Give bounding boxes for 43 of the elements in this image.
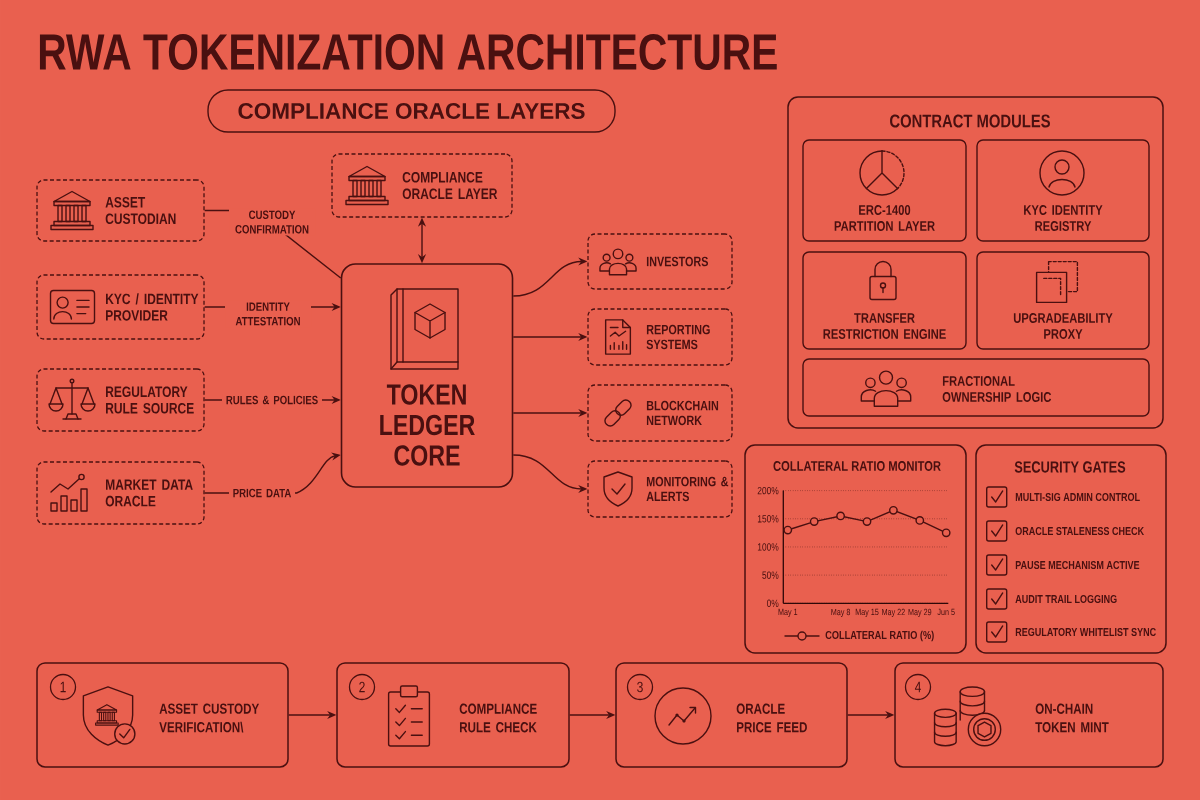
x-tick-label: May 22 xyxy=(882,608,905,617)
point xyxy=(889,505,898,515)
point xyxy=(783,525,793,535)
point xyxy=(915,516,925,525)
edge-label: IDENTITY ATTESTATION xyxy=(225,300,311,328)
checklist-item: AUDIT TRAIL LOGGING xyxy=(1015,595,1117,603)
dashed-box: BLOCKCHAIN NETWORK xyxy=(587,384,733,442)
module-box: UPGRADEABILITY PROXY xyxy=(976,251,1150,350)
checklist-item: REGULATORY WHITELIST SYNC xyxy=(1015,628,1156,636)
point xyxy=(836,511,845,521)
dashed-box: INVESTORS xyxy=(587,233,733,290)
module-box: FRACTIONAL OWNERSHIP LOGIC xyxy=(802,358,1150,417)
x-tick-label: May 29 xyxy=(908,608,932,617)
title: RWA TOKENIZATION ARCHITECTURE xyxy=(39,33,777,71)
module-box: TRANSFER RESTRICTION ENGINE xyxy=(802,251,967,350)
x-tick-label: May 15 xyxy=(855,608,879,617)
rounded-box: TOKEN LEDGER CORE xyxy=(340,263,514,488)
y-tick-label: 0% xyxy=(766,599,779,608)
dashed-box: MONITORING & ALERTS xyxy=(587,460,733,518)
checklist-item: ORACLE STALENESS CHECK xyxy=(1015,527,1144,535)
x-tick-label: May 8 xyxy=(831,608,851,617)
dashed-box: MARKET DATA ORACLE xyxy=(36,461,205,525)
dashed-box: REPORTING SYSTEMS xyxy=(587,308,733,366)
checklist-item: PAUSE MECHANISM ACTIVE xyxy=(1015,561,1140,569)
dashed-box: ASSET CUSTODIAN xyxy=(36,179,205,242)
x-tick-label: Jun 5 xyxy=(937,608,955,616)
module-box: ERC-1400 PARTITION LAYER xyxy=(802,139,967,242)
y-tick-label: 50% xyxy=(762,571,779,579)
legend-label: COLLATERAL RATIO (%) xyxy=(825,630,934,642)
dashed-box: KYC / IDENTITY PROVIDER xyxy=(36,274,205,340)
point xyxy=(862,517,872,526)
heading-pill: COMPLIANCE ORACLE LAYERS xyxy=(207,89,616,133)
y-tick-label: 150% xyxy=(757,515,779,523)
edge-label: CUSTODY CONFIRMATION xyxy=(229,208,315,236)
dashed-box: REGULATORY RULE SOURCE xyxy=(36,368,205,432)
dashed-box: COMPLIANCE ORACLE LAYER xyxy=(331,153,513,218)
point xyxy=(941,528,951,538)
checklist-item: MULTI-SIG ADMIN CONTROL xyxy=(1015,493,1140,501)
x-tick-label: May 1 xyxy=(778,608,798,617)
y-tick-label: 100% xyxy=(757,543,779,551)
y-tick-label: 200% xyxy=(757,486,779,495)
module-box: KYC IDENTITY REGISTRY xyxy=(976,139,1150,242)
point xyxy=(809,517,819,526)
